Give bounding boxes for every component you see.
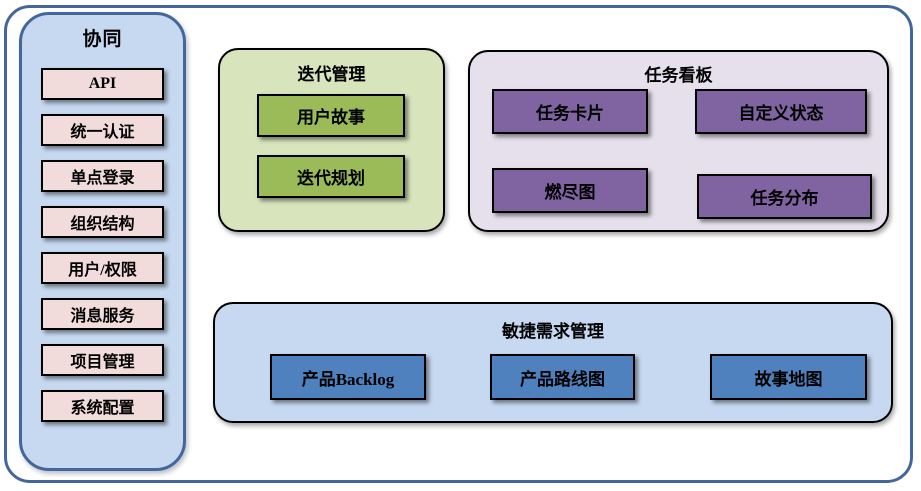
item-story-map: 故事地图 bbox=[710, 354, 867, 400]
item-task-distribution: 任务分布 bbox=[697, 174, 872, 219]
sidebar-collaboration-group: 协同 API 统一认证 单点登录 组织结构 用户/权限 消息服务 项目管理 系统… bbox=[19, 12, 186, 471]
item-burndown-chart: 燃尽图 bbox=[492, 168, 648, 213]
group-kanban-title: 任务看板 bbox=[644, 66, 713, 85]
item-iteration-planning: 迭代规划 bbox=[257, 155, 405, 198]
sidebar-item-unified-auth: 统一认证 bbox=[41, 114, 164, 146]
sidebar-item-list: API 统一认证 单点登录 组织结构 用户/权限 消息服务 项目管理 系统配置 bbox=[41, 68, 164, 422]
sidebar-item-user-perms: 用户/权限 bbox=[41, 252, 164, 284]
sidebar-item-message-svc: 消息服务 bbox=[41, 298, 164, 330]
sidebar-item-sso: 单点登录 bbox=[41, 160, 164, 192]
item-task-card: 任务卡片 bbox=[492, 89, 648, 134]
sidebar-item-system-config: 系统配置 bbox=[41, 390, 164, 422]
sidebar-item-project-mgmt: 项目管理 bbox=[41, 344, 164, 376]
item-product-backlog: 产品Backlog bbox=[270, 354, 426, 400]
group-agile-requirements: 敏捷需求管理 产品Backlog 产品路线图 故事地图 bbox=[213, 302, 893, 423]
sidebar-item-api: API bbox=[41, 68, 164, 100]
item-user-story: 用户故事 bbox=[257, 94, 405, 137]
item-product-roadmap: 产品路线图 bbox=[490, 354, 635, 400]
group-iteration-title: 迭代管理 bbox=[297, 65, 366, 84]
group-agile-title: 敏捷需求管理 bbox=[502, 322, 604, 341]
group-iteration-management: 迭代管理 用户故事 迭代规划 bbox=[218, 48, 445, 232]
group-task-kanban: 任务看板 任务卡片 自定义状态 燃尽图 任务分布 bbox=[468, 50, 889, 232]
sidebar-item-org-structure: 组织结构 bbox=[41, 206, 164, 238]
item-custom-status: 自定义状态 bbox=[695, 89, 867, 134]
sidebar-title: 协同 bbox=[82, 29, 123, 50]
